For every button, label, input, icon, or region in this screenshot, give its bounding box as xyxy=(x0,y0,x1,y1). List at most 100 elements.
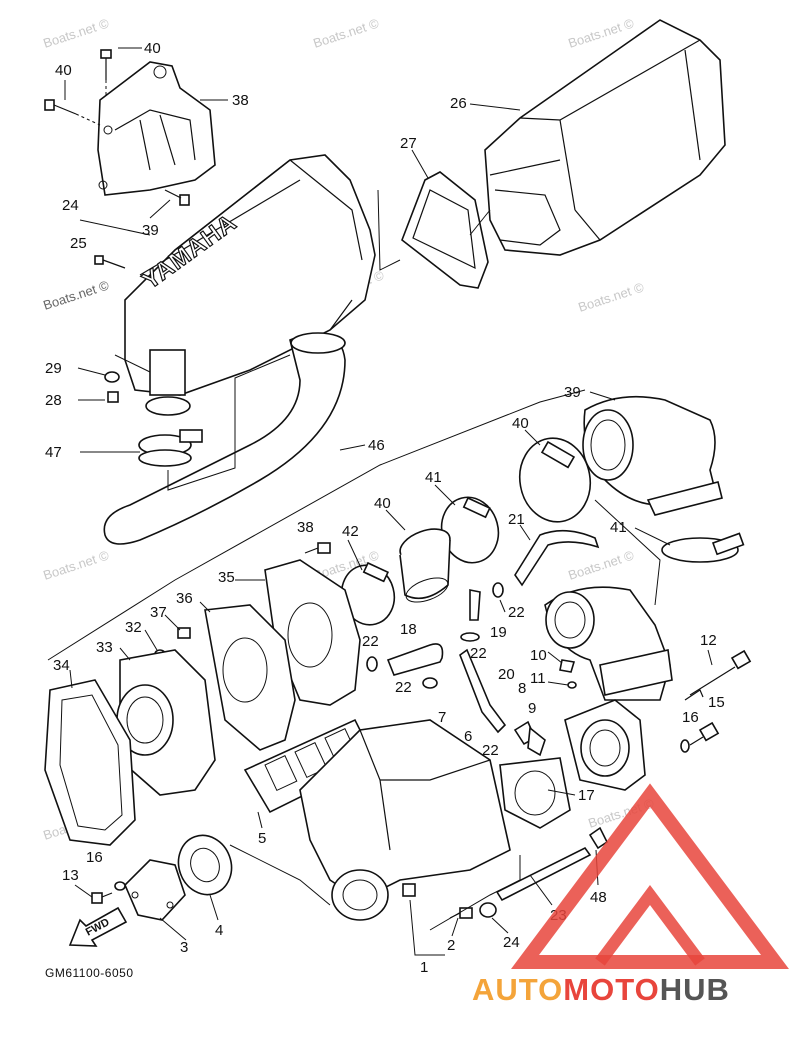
svg-text:AUTOMOTOHUB: AUTOMOTOHUB xyxy=(472,972,730,1007)
callout: 41 xyxy=(610,519,627,536)
callout: 28 xyxy=(45,392,62,409)
callout: 40 xyxy=(144,40,161,57)
part-18-hose xyxy=(386,643,444,676)
part-34-gasket xyxy=(204,604,296,751)
callout: 16 xyxy=(86,849,103,866)
part-47-clamp xyxy=(138,429,203,467)
callout: 22 xyxy=(508,604,525,621)
callout: 16 xyxy=(682,709,699,726)
watermark: Boats.net © xyxy=(311,15,381,50)
callout: 20 xyxy=(498,666,515,683)
callout: 22 xyxy=(470,645,487,662)
part-39-sleeve xyxy=(399,528,451,603)
logo-text-moto: MOTO xyxy=(563,972,659,1007)
callout: 42 xyxy=(342,523,359,540)
part-31-manifold xyxy=(116,649,216,796)
callout: 11 xyxy=(530,670,546,687)
part-23-pipe xyxy=(495,846,592,902)
callout: 40 xyxy=(374,495,391,512)
callout: 4 xyxy=(215,922,223,939)
automotohub-logo: AUTOMOTOHUB xyxy=(472,783,789,1007)
callout: 1 xyxy=(420,959,428,976)
callout: 38 xyxy=(297,519,314,536)
part-28-gasket xyxy=(401,171,489,289)
callout: 34 xyxy=(53,657,70,674)
part-29-30-bolt-washer xyxy=(104,371,120,403)
callout: 3 xyxy=(180,939,188,956)
watermark: Boats.net © xyxy=(566,547,636,582)
part-17-gasket xyxy=(499,757,571,829)
callout: 22 xyxy=(482,742,499,759)
part-44-bolt xyxy=(44,99,101,126)
part-45-bolt xyxy=(100,49,112,98)
callout: 18 xyxy=(400,621,417,638)
part-3-cover xyxy=(124,859,186,921)
callout: 33 xyxy=(96,639,113,656)
callout: 6 xyxy=(464,728,472,745)
part-12-bolt xyxy=(684,649,752,701)
callout: 40 xyxy=(55,62,72,79)
callout: 8 xyxy=(518,680,526,697)
part-40-clamp xyxy=(518,437,592,523)
part-4-gasket xyxy=(177,834,233,896)
logo-text-auto: AUTO xyxy=(472,972,563,1007)
callout: 2 xyxy=(447,937,455,954)
part-16-washer xyxy=(680,739,690,753)
part-exhaust-body xyxy=(299,719,511,921)
diagram-code: GM61100-6050 xyxy=(45,966,134,980)
callout: 29 xyxy=(45,360,62,377)
fwd-arrow-icon: FWD xyxy=(68,906,128,947)
callout: 46 xyxy=(368,437,385,454)
part-9-10-11-fittings xyxy=(527,659,577,757)
part-lower-elbow xyxy=(544,586,673,701)
callout: 27 xyxy=(400,135,417,152)
part-21-hose xyxy=(514,529,600,587)
callout: 48 xyxy=(590,889,607,906)
watermark: Boats.net © xyxy=(41,547,111,582)
part-46-hose xyxy=(103,332,346,545)
assembly-boundary-lines xyxy=(47,189,661,931)
callout: 22 xyxy=(395,679,412,696)
part-32-gasket xyxy=(44,679,136,846)
part-37-bolt xyxy=(304,542,331,554)
logo-inner-mark xyxy=(595,884,705,966)
callout: 47 xyxy=(45,444,62,461)
callout: 12 xyxy=(700,632,717,649)
callout: 39 xyxy=(564,384,581,401)
callout: 38 xyxy=(232,92,249,109)
callout: 13 xyxy=(62,867,79,884)
part-tailpipe-flange xyxy=(564,699,646,791)
part-27-housing xyxy=(484,19,726,256)
callout: 15 xyxy=(708,694,725,711)
callout: 17 xyxy=(578,787,595,804)
callout: 26 xyxy=(450,95,467,112)
callout: 35 xyxy=(218,569,235,586)
part-20-hose xyxy=(459,648,507,734)
callout: 32 xyxy=(125,619,142,636)
callout: 36 xyxy=(176,590,193,607)
callout: 21 xyxy=(508,511,525,528)
part-13-14-bolt-washer xyxy=(91,881,126,904)
callout: 10 xyxy=(530,647,547,664)
callout: 5 xyxy=(258,830,266,847)
part-15-bolt xyxy=(689,721,720,746)
part-26-bolt xyxy=(94,255,126,269)
watermark: Boats.net © xyxy=(41,277,111,312)
callout: 19 xyxy=(490,624,507,641)
watermark: Boats.net © xyxy=(41,15,111,50)
callout: 25 xyxy=(70,235,87,252)
callout: 37 xyxy=(150,604,167,621)
logo-triangle xyxy=(511,783,789,969)
callout: 7 xyxy=(438,709,446,726)
callout: 22 xyxy=(362,633,379,650)
part-40-clamp-lower xyxy=(661,532,745,563)
watermark: Boats.net © xyxy=(576,279,646,314)
part-38-elbow xyxy=(582,395,723,516)
callout: 24 xyxy=(62,197,79,214)
logo-text-hub: HUB xyxy=(660,972,730,1007)
part-43-bolt xyxy=(164,189,190,206)
part-42-bracket xyxy=(97,61,216,196)
callout: 41 xyxy=(425,469,442,486)
callout: 39 xyxy=(142,222,159,239)
